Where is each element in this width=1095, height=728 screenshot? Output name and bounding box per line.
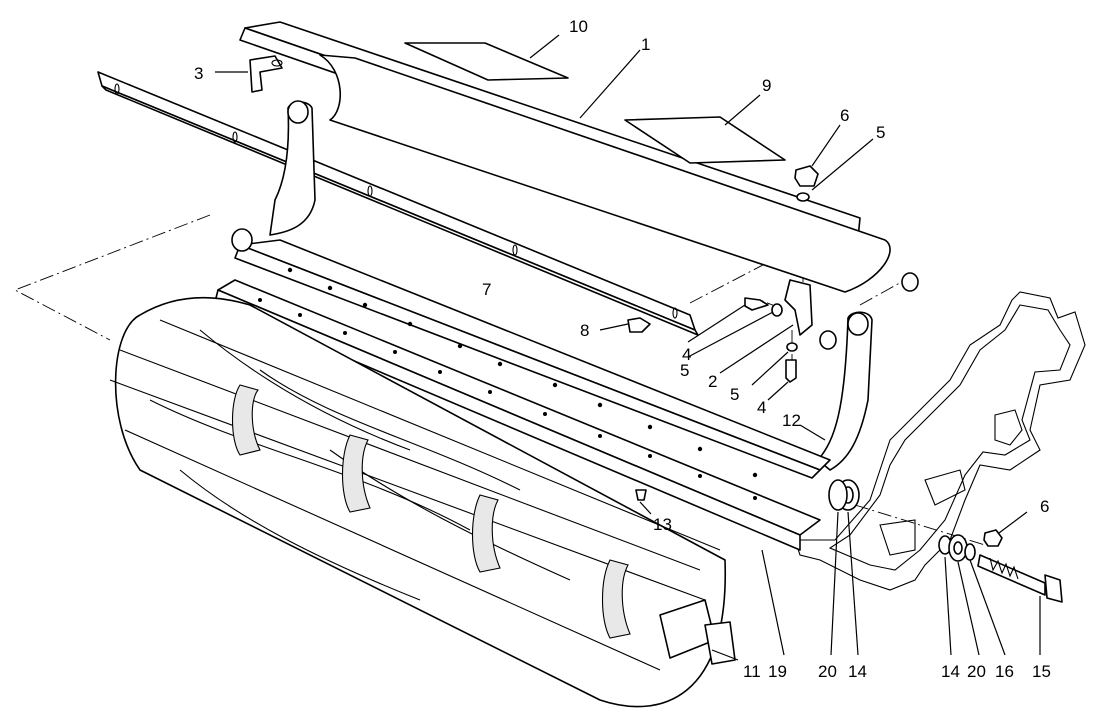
callout-20-left: 20 [818, 662, 837, 681]
callout-8: 8 [580, 321, 589, 340]
callout-20-right: 20 [967, 662, 986, 681]
callout-14-right: 14 [941, 662, 960, 681]
callout-3: 3 [194, 64, 203, 83]
part-1-top-channel [239, 21, 891, 293]
callout-11: 11 [743, 662, 761, 681]
part-13-screw [635, 489, 647, 501]
part-8-screw [627, 317, 651, 333]
callout-4-right: 4 [757, 398, 766, 417]
part-19-bottom-blade [214, 279, 821, 551]
part-20-bearing-housing [828, 479, 860, 511]
part-11-reel [109, 296, 736, 708]
leader-lines [215, 34, 1041, 661]
callout-7: 7 [482, 280, 491, 299]
callout-15: 15 [1032, 662, 1051, 681]
callout-4-left: 4 [682, 345, 691, 364]
part-15-bolt [977, 554, 1063, 603]
part-14-20-16-spacers [938, 534, 976, 562]
reel-frame [231, 100, 873, 479]
part-7-long-bar [97, 71, 699, 336]
callout-19: 19 [768, 662, 787, 681]
callout-5-top: 5 [876, 123, 885, 142]
callout-9: 9 [762, 76, 771, 95]
callout-10: 10 [569, 17, 588, 36]
part-2-bracket [784, 279, 813, 336]
callout-13: 13 [653, 515, 672, 534]
callout-6-bottom: 6 [1040, 497, 1049, 516]
callout-6-top: 6 [840, 106, 849, 125]
part-9-decal [624, 116, 786, 164]
part-10-decal [404, 42, 569, 81]
callout-5-right: 5 [730, 385, 739, 404]
right-bushing [819, 272, 919, 350]
part-3-bracket [249, 55, 283, 93]
callout-1: 1 [641, 35, 650, 54]
callout-2: 2 [708, 372, 717, 391]
callout-16: 16 [995, 662, 1014, 681]
part-5-washer [771, 192, 810, 352]
callout-5-left: 5 [680, 361, 689, 380]
callout-labels: 1 10 9 3 6 5 7 8 4 5 2 5 4 12 13 6 11 19… [194, 17, 1051, 681]
side-plate [794, 291, 1086, 591]
callout-14-left: 14 [848, 662, 867, 681]
callout-12: 12 [782, 411, 801, 430]
part-4-bolt [744, 297, 797, 383]
part-6-nut [794, 165, 1003, 547]
